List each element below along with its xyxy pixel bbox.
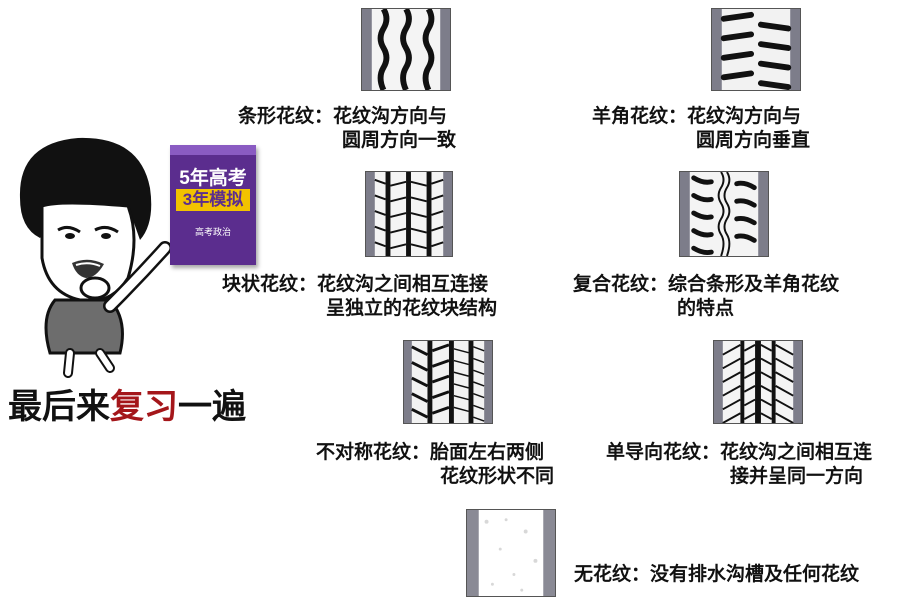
tread-none-image — [466, 509, 556, 597]
tread-compound-image — [679, 171, 769, 257]
caption-asymmetric: 不对称花纹：胎面左右两侧 花纹形状不同 — [316, 440, 554, 488]
caption-directional-line2: 接并呈同一方向 — [730, 465, 864, 487]
meme-character-drawing — [19, 137, 172, 378]
tread-horn-image — [711, 8, 801, 91]
caption-horn-line1: 羊角花纹：花纹沟方向与 — [592, 105, 802, 127]
caption-block-line2: 呈独立的花纹块结构 — [326, 297, 498, 319]
caption-compound-line1: 复合花纹：综合条形及羊角花纹 — [573, 273, 840, 295]
caption-horn-line2: 圆周方向垂直 — [696, 129, 811, 151]
book-title-line1: 5年高考 — [179, 168, 247, 189]
caption-asymmetric-line1: 不对称花纹：胎面左右两侧 — [316, 441, 545, 463]
caption-none: 无花纹：没有排水沟槽及任何花纹 — [574, 562, 859, 586]
book-title-line2: 3年模拟 — [176, 189, 250, 211]
headline-part2: 一遍 — [178, 387, 246, 427]
headline-highlight: 复习 — [110, 387, 178, 427]
caption-strip-line2: 圆周方向一致 — [342, 129, 457, 151]
tread-strip-image — [361, 8, 451, 91]
headline: 最后来复习一遍 — [8, 385, 246, 429]
textbook-cover: 5年高考 3年模拟 高考政治 — [170, 145, 256, 265]
caption-strip: 条形花纹：花纹沟方向与 圆周方向一致 — [238, 104, 456, 152]
headline-part1: 最后来 — [8, 387, 110, 427]
caption-asymmetric-line2: 花纹形状不同 — [440, 465, 555, 487]
caption-directional-line1: 单导向花纹：花纹沟之间相互连 — [606, 441, 873, 463]
caption-compound: 复合花纹：综合条形及羊角花纹 的特点 — [573, 272, 839, 320]
caption-none-line1: 无花纹：没有排水沟槽及任何花纹 — [574, 563, 860, 585]
caption-strip-line1: 条形花纹：花纹沟方向与 — [238, 105, 448, 127]
meme-character — [0, 128, 175, 378]
caption-directional: 单导向花纹：花纹沟之间相互连 接并呈同一方向 — [606, 440, 872, 488]
caption-horn: 羊角花纹：花纹沟方向与 圆周方向垂直 — [592, 104, 810, 152]
caption-compound-line2: 的特点 — [677, 297, 735, 319]
tread-block-image — [365, 171, 453, 257]
book-subtitle: 高考政治 — [194, 228, 231, 238]
tread-directional-image — [713, 340, 803, 424]
tread-asymmetric-image — [403, 340, 493, 424]
book-top-bar — [170, 145, 256, 155]
caption-block: 块状花纹：花纹沟之间相互连接 呈独立的花纹块结构 — [222, 272, 497, 320]
caption-block-line1: 块状花纹：花纹沟之间相互连接 — [222, 273, 489, 295]
